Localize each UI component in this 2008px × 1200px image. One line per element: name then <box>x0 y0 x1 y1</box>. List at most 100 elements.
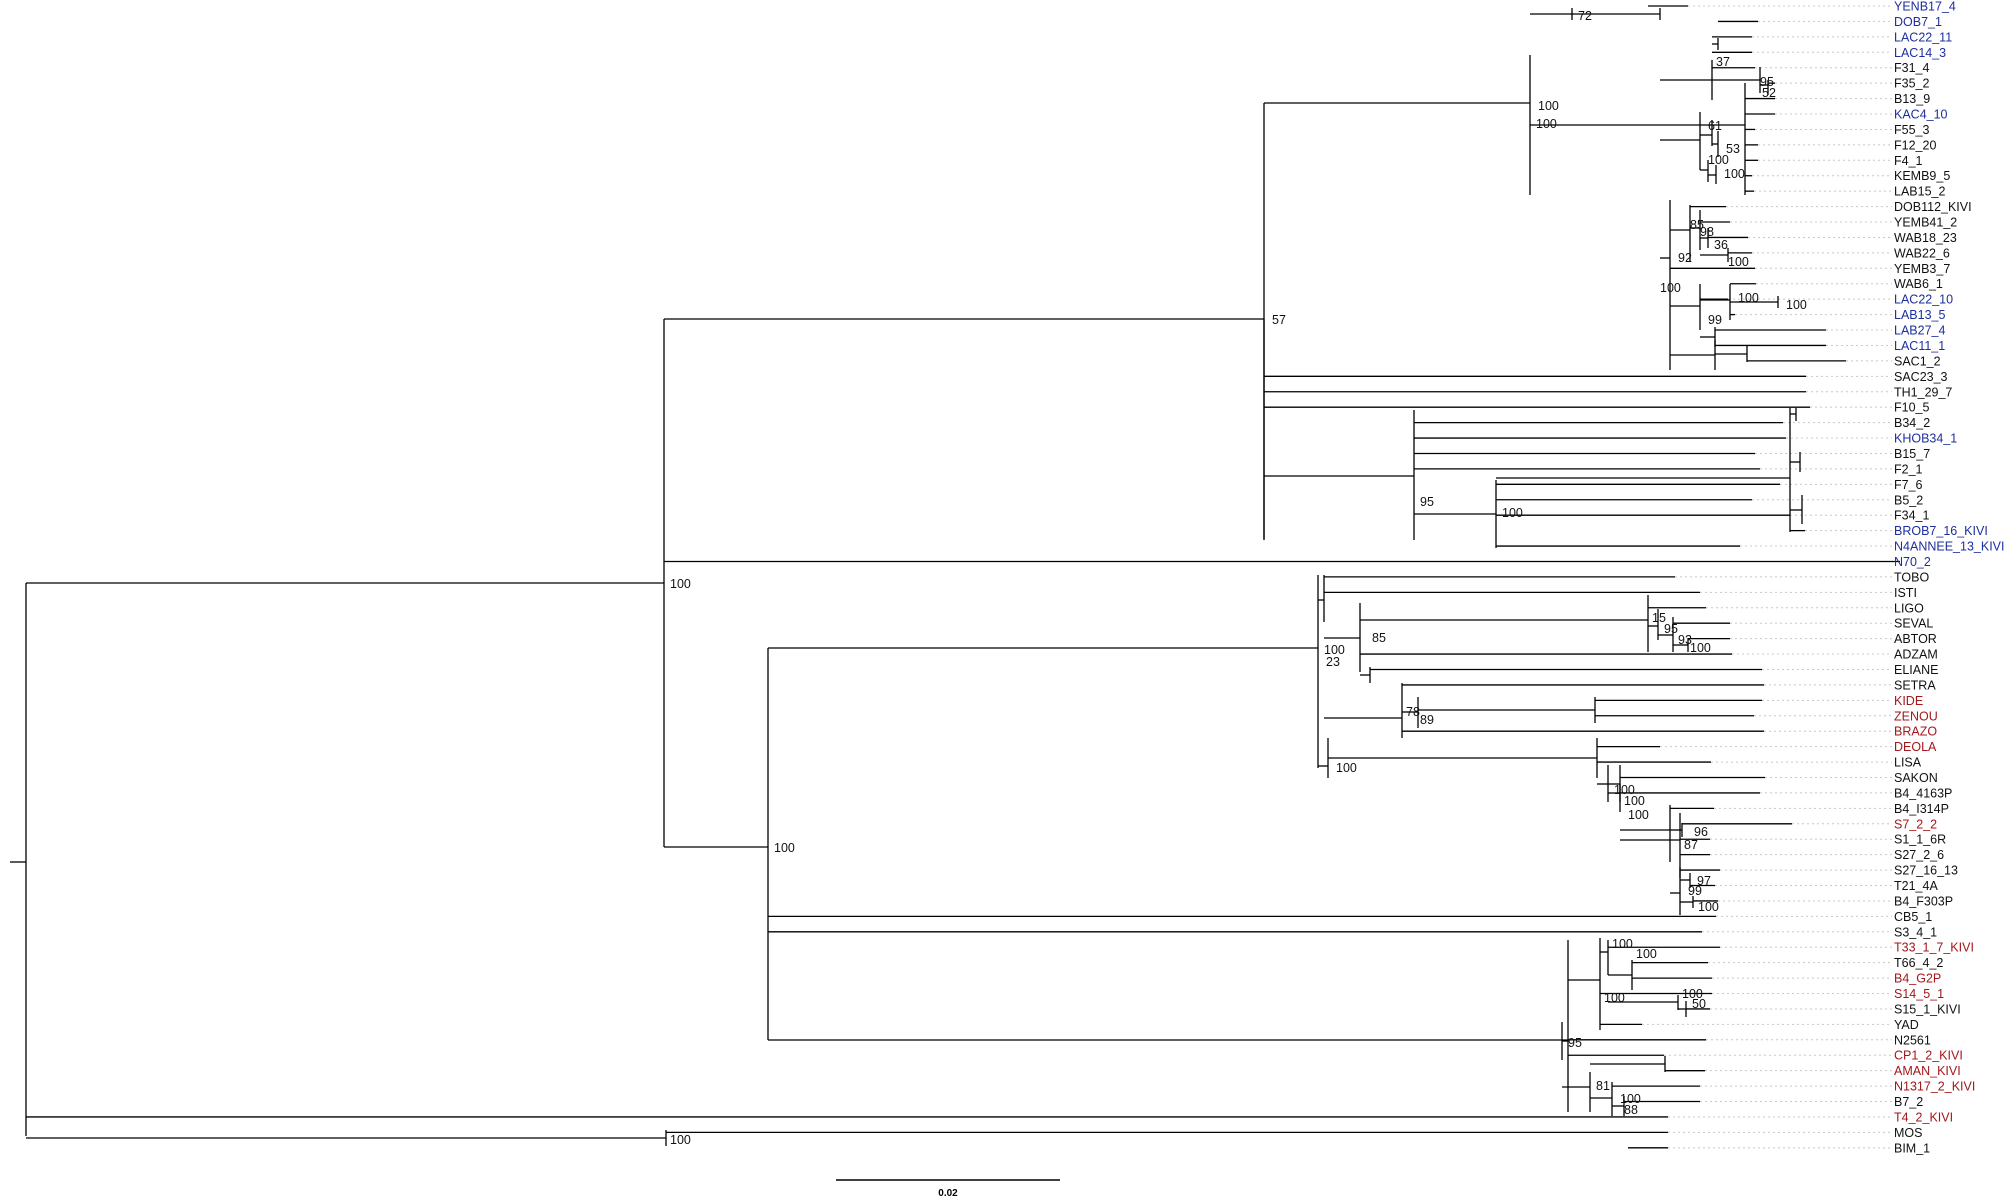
bootstrap-value: 100 <box>670 577 691 591</box>
leaf-label: KAC4_10 <box>1894 108 1948 122</box>
leaf-label: T4_2_KIVI <box>1894 1110 1953 1124</box>
bootstrap-value: 100 <box>1502 506 1523 520</box>
bootstrap-value: 93 <box>1678 633 1692 647</box>
bootstrap-value: 85 <box>1372 631 1386 645</box>
bootstrap-value: 100 <box>1690 641 1711 655</box>
bootstrap-value: 78 <box>1406 705 1420 719</box>
leaf-label: LAC22_10 <box>1894 293 1953 307</box>
scale-bar-label: 0.02 <box>938 1188 958 1199</box>
bootstrap-value: 81 <box>1596 1079 1610 1093</box>
bootstrap-value: 50 <box>1692 997 1706 1011</box>
bootstrap-value: 36 <box>1714 238 1728 252</box>
leaf-label: KEMB9_5 <box>1894 169 1950 183</box>
leaf-label: N4ANNEE_13_KIVI <box>1894 540 2004 554</box>
bootstrap-value: 100 <box>1660 281 1681 295</box>
tree-branches <box>10 5 1900 1149</box>
leaf-label: TOBO <box>1894 570 1929 584</box>
leaf-label: F2_1 <box>1894 462 1923 476</box>
leaf-label: F31_4 <box>1894 61 1929 75</box>
leaf-label: B4_4163P <box>1894 786 1952 800</box>
bootstrap-value: 23 <box>1326 655 1340 669</box>
leaf-label: LAB13_5 <box>1894 308 1945 322</box>
bootstrap-value: 87 <box>1684 838 1698 852</box>
leaf-label: T33_1_7_KIVI <box>1894 941 1974 955</box>
bootstrap-value: 100 <box>670 1133 691 1147</box>
bootstrap-value: 100 <box>1620 1092 1641 1106</box>
bootstrap-value: 85 <box>1690 218 1704 232</box>
leaf-label: WAB22_6 <box>1894 246 1950 260</box>
leaf-label: F34_1 <box>1894 509 1929 523</box>
leaf-label: F7_6 <box>1894 478 1923 492</box>
leaf-label: S3_4_1 <box>1894 925 1937 939</box>
bootstrap-value: 100 <box>1624 794 1645 808</box>
leaf-label: AMAN_KIVI <box>1894 1064 1961 1078</box>
bootstrap-value: 100 <box>1724 167 1745 181</box>
bootstrap-value: 95 <box>1568 1036 1582 1050</box>
bootstrap-value: 53 <box>1726 142 1740 156</box>
bootstrap-value: 99 <box>1708 313 1722 327</box>
bootstrap-value: 100 <box>1708 153 1729 167</box>
bootstrap-value: 37 <box>1716 55 1730 69</box>
leaf-label: TH1_29_7 <box>1894 385 1952 399</box>
leaf-label: S14_5_1 <box>1894 987 1944 1001</box>
leaf-label: ELIANE <box>1894 663 1938 677</box>
scale-bar: 0.02 <box>836 1179 1060 1199</box>
leaf-labels: YENB17_4DOB7_1LAC22_11LAC14_3F31_4F35_2B… <box>1894 0 2004 1155</box>
bootstrap-value: 89 <box>1420 713 1434 727</box>
leaf-label: CB5_1 <box>1894 910 1932 924</box>
bootstrap-value: 100 <box>1682 987 1703 1001</box>
bootstrap-value: 100 <box>1336 761 1357 775</box>
leaf-label: DOB7_1 <box>1894 15 1942 29</box>
leaf-label: ISTI <box>1894 586 1917 600</box>
bootstrap-value: 100 <box>1628 808 1649 822</box>
leaf-label: SAKON <box>1894 771 1938 785</box>
leaf-label: LAB27_4 <box>1894 324 1945 338</box>
bootstrap-value: 100 <box>774 841 795 855</box>
leaf-label: YENB17_4 <box>1894 0 1956 14</box>
leaf-label: ZENOU <box>1894 709 1938 723</box>
leaf-label: LAC14_3 <box>1894 46 1946 60</box>
leaf-label: S1_1_6R <box>1894 833 1946 847</box>
leaf-label: KHOB34_1 <box>1894 432 1957 446</box>
bootstrap-value: 96 <box>1694 825 1708 839</box>
leaf-label: B13_9 <box>1894 92 1930 106</box>
leaf-guide-lines <box>1642 5 1900 1149</box>
leaf-label: F55_3 <box>1894 123 1929 137</box>
leaf-label: B4_G2P <box>1894 972 1941 986</box>
bootstrap-value: 95 <box>1664 622 1678 636</box>
bootstrap-value: 100 <box>1698 900 1719 914</box>
bootstrap-value: 95 <box>1420 495 1434 509</box>
leaf-label: S27_16_13 <box>1894 864 1958 878</box>
leaf-label: SAC1_2 <box>1894 354 1941 368</box>
bootstrap-value: 52 <box>1762 86 1776 100</box>
leaf-label: BRAZO <box>1894 725 1937 739</box>
bootstrap-value: 61 <box>1708 119 1722 133</box>
bootstrap-value: 100 <box>1614 783 1635 797</box>
bootstrap-value: 92 <box>1678 251 1692 265</box>
bootstrap-value: 100 <box>1536 117 1557 131</box>
leaf-label: T21_4A <box>1894 879 1938 893</box>
leaf-label: DOB112_KIVI <box>1894 200 1972 214</box>
leaf-label: SEVAL <box>1894 617 1933 631</box>
bootstrap-value: 100 <box>1612 937 1633 951</box>
leaf-label: LISA <box>1894 756 1922 770</box>
leaf-label: LAC22_11 <box>1894 30 1952 44</box>
leaf-label: LAB15_2 <box>1894 185 1945 199</box>
bootstrap-value: 57 <box>1272 313 1286 327</box>
leaf-label: SETRA <box>1894 678 1936 692</box>
leaf-label: YEMB41_2 <box>1894 216 1957 230</box>
leaf-label: F4_1 <box>1894 154 1923 168</box>
leaf-label: CP1_2_KIVI <box>1894 1049 1963 1063</box>
leaf-label: YEMB3_7 <box>1894 262 1950 276</box>
leaf-label: LAC11_1 <box>1894 339 1945 353</box>
leaf-label: S7_2_2 <box>1894 817 1937 831</box>
bootstrap-value: 100 <box>1324 643 1345 657</box>
bootstrap-value: 100 <box>1636 947 1657 961</box>
leaf-label: YAD <box>1894 1018 1919 1032</box>
bootstrap-labels: 1001005710072371009552615310010092859836… <box>670 9 1807 1147</box>
leaf-label: S15_1_KIVI <box>1894 1002 1961 1016</box>
leaf-label: S27_2_6 <box>1894 848 1944 862</box>
leaf-label: WAB18_23 <box>1894 231 1957 245</box>
bootstrap-value: 72 <box>1578 9 1592 23</box>
